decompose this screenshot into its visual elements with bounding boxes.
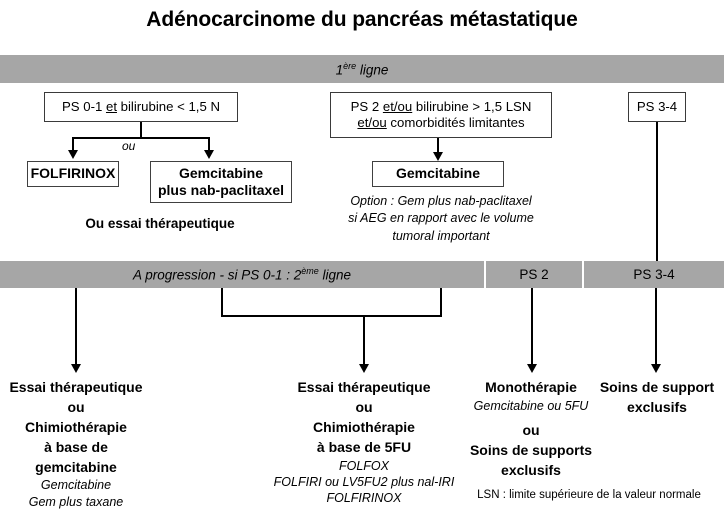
band-first-line: 1ère ligne	[0, 55, 724, 83]
outcome-ps2-line4: exclusifs	[501, 462, 561, 479]
outcome-ps2-line3: Soins de supports	[469, 442, 593, 459]
band-ps34-label: PS 3-4	[633, 267, 675, 282]
connector-ps01-split	[72, 137, 210, 140]
note-option-gem-nab: Option : Gem plus nab-paclitaxel si AEG …	[330, 193, 552, 245]
outcome-left-italic1: Gemcitabine	[40, 478, 112, 493]
criteria-ps2-line2: et/ou comorbidités limitantes	[357, 115, 525, 130]
outcome-left-line5: gemcitabine	[35, 458, 117, 475]
outcome-ps2-italic1: Gemcitabine ou 5FU	[473, 398, 589, 413]
outcome-middle-italic2: FOLFIRI ou LV5FU2 plus nal-IRI	[273, 474, 455, 489]
outcome-left-line4: à base de	[44, 438, 108, 455]
arrowhead-left-column	[70, 364, 81, 373]
outcome-left-bold: Essai thérapeutique ou Chimiothérapie à …	[0, 378, 152, 477]
arrowhead-folfirinox	[67, 150, 78, 159]
connector-merge-left-drop	[221, 288, 224, 317]
treatment-gemcitabine-label: Gemcitabine	[395, 165, 481, 182]
outcome-middle-line2: ou	[355, 398, 373, 415]
arrowhead-ps2-column	[526, 364, 537, 373]
outcome-left-line2: ou	[67, 398, 85, 415]
band-second-line-label: A progression - si PS 0-1 : 2ème ligne	[132, 266, 352, 283]
band-ps34: PS 3-4	[584, 261, 724, 288]
outcome-middle-bold: Essai thérapeutique ou Chimiothérapie à …	[248, 378, 480, 458]
note-option-line3: tumoral important	[392, 228, 490, 243]
branch-label-ou: ou	[122, 139, 136, 153]
treatment-gem-nab-line2: plus nab-paclitaxel	[157, 182, 285, 198]
treatment-box-gemcitabine: Gemcitabine	[372, 161, 504, 187]
outcome-column-ps2: Monothérapie Gemcitabine ou 5FU ou Soins…	[455, 378, 607, 481]
connector-ps01-left-drop	[72, 137, 75, 151]
outcome-ps2-bold-rest: ou Soins de supports exclusifs	[455, 421, 607, 481]
band-ps2-label: PS 2	[519, 267, 549, 282]
treatment-box-folfirinox: FOLFIRINOX	[27, 161, 119, 187]
connector-merge-bar	[221, 315, 442, 318]
connector-ps2-column	[531, 288, 534, 365]
connector-ps34-column	[655, 288, 658, 365]
treatment-folfirinox-label: FOLFIRINOX	[30, 165, 116, 182]
outcome-column-middle: Essai thérapeutique ou Chimiothérapie à …	[248, 378, 480, 506]
outcome-left-italic2: Gem plus taxane	[28, 494, 124, 509]
criteria-ps01-text: PS 0-1 et bilirubine < 1,5 N	[62, 98, 220, 114]
treatment-gem-nab-line1: Gemcitabine	[178, 164, 264, 181]
outcome-left-line3: Chimiothérapie	[25, 418, 127, 435]
connector-left-column	[75, 288, 78, 365]
connector-ps2-stem	[437, 138, 440, 153]
connector-ps01-right-drop	[208, 137, 211, 151]
outcome-ps2-line1: Monothérapie	[485, 379, 577, 395]
outcome-middle-line3: Chimiothérapie	[313, 418, 415, 435]
criteria-ps2-line1: PS 2 et/ou bilirubine > 1,5 LSN	[350, 98, 532, 114]
criteria-box-ps2: PS 2 et/ou bilirubine > 1,5 LSN et/ou co…	[330, 92, 552, 138]
criteria-box-ps01: PS 0-1 et bilirubine < 1,5 N	[44, 92, 238, 122]
outcome-middle-italic3: FOLFIRINOX	[326, 491, 402, 505]
connector-ps34-long	[656, 122, 659, 261]
connector-merge-right-drop	[440, 288, 443, 317]
treatment-box-gem-nab: Gemcitabine plus nab-paclitaxel	[150, 161, 292, 203]
connector-ps01-stem	[140, 122, 143, 139]
outcome-ps2-line2: ou	[522, 422, 540, 439]
page-title: Adénocarcinome du pancréas métastatique	[146, 8, 578, 31]
criteria-box-ps34: PS 3-4	[628, 92, 686, 122]
note-essai-therapeutique: Ou essai thérapeutique	[85, 216, 235, 231]
outcome-middle-line4: à base de 5FU	[316, 438, 412, 455]
outcome-column-left: Essai thérapeutique ou Chimiothérapie à …	[0, 378, 152, 510]
band-ps2: PS 2	[486, 261, 582, 288]
outcome-middle-italic: FOLFOX FOLFIRI ou LV5FU2 plus nal-IRI FO…	[248, 458, 480, 507]
footnote-lsn: LSN : limite supérieure de la valeur nor…	[477, 489, 701, 501]
outcome-ps34-line2: exclusifs	[627, 398, 687, 415]
outcome-left-line1: Essai thérapeutique	[9, 379, 143, 395]
note-option-line1: Option : Gem plus nab-paclitaxel	[350, 194, 532, 208]
note-option-line2: si AEG en rapport avec le volume	[348, 211, 534, 226]
arrowhead-gemcitabine	[432, 152, 443, 161]
arrowhead-gem-nab	[203, 150, 214, 159]
arrowhead-middle-column	[358, 364, 369, 373]
criteria-ps34-text: PS 3-4	[636, 98, 678, 114]
band-second-line: A progression - si PS 0-1 : 2ème ligne	[0, 261, 484, 288]
band-first-line-label: 1ère ligne	[335, 60, 389, 78]
arrowhead-ps34-column	[650, 364, 661, 373]
outcome-middle-italic1: FOLFOX	[338, 458, 389, 473]
outcome-ps34-line1: Soins de support	[599, 379, 715, 395]
outcome-left-italic: Gemcitabine Gem plus taxane	[0, 477, 152, 510]
connector-merge-stem	[363, 315, 366, 365]
outcome-column-ps34: Soins de support exclusifs	[590, 378, 724, 418]
outcome-middle-line1: Essai thérapeutique	[297, 379, 431, 395]
